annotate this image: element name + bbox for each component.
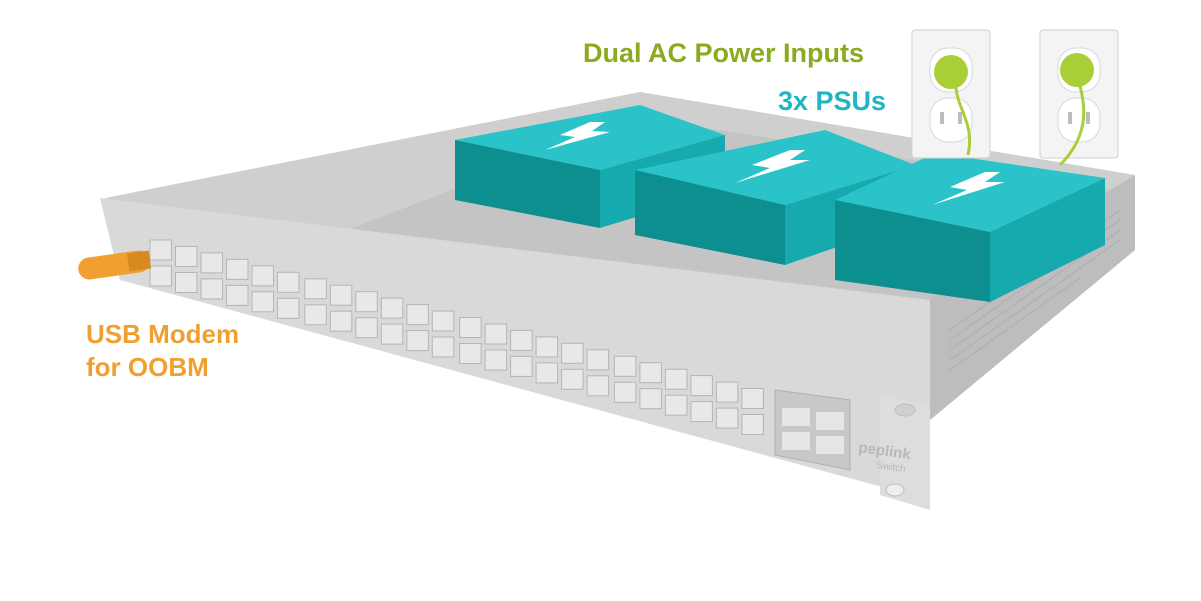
ethernet-port [664,368,688,390]
ethernet-port [200,252,223,274]
ethernet-port [639,388,662,410]
ethernet-port [355,317,378,339]
ethernet-port [510,329,533,351]
ethernet-port [510,355,533,377]
lightning-icon [545,122,610,150]
lightning-icon [932,172,1005,205]
ethernet-port [535,362,559,384]
ethernet-port [329,310,353,332]
ethernet-port [251,291,274,313]
ethernet-port [690,375,713,397]
ethernet-port [613,355,637,377]
ethernet-port [149,265,172,287]
ethernet-port [664,394,688,416]
ethernet-port [586,375,610,397]
ethernet-port [149,239,172,261]
power-plug-icon [1060,53,1094,87]
usb-modem-label: USB Modem for OOBM [86,318,239,384]
ethernet-port [613,381,637,403]
usb-modem-label-line2: for OOBM [86,352,209,382]
ac-outlet-2 [1039,29,1119,167]
ethernet-port [304,304,327,326]
ethernet-port [251,265,274,287]
ethernet-port [406,330,429,352]
ac-outlet-1 [911,29,991,159]
ethernet-port [535,336,559,358]
power-plug-icon [934,55,968,89]
sfp-ports [774,389,851,471]
ethernet-port [329,284,353,306]
ethernet-port [406,304,429,326]
ethernet-port [431,310,455,332]
ethernet-port [277,271,300,293]
ethernet-port [431,336,455,358]
ethernet-port [200,278,223,300]
ethernet-port [304,278,327,300]
ethernet-port [715,407,739,429]
ethernet-port [639,362,662,384]
ethernet-port [175,246,198,267]
ethernet-port [586,349,610,371]
ethernet-port [226,284,249,306]
ethernet-port [690,401,713,423]
ethernet-port [561,368,584,390]
ethernet-port [484,349,508,371]
ethernet-port [484,323,508,345]
psu-3 [835,153,1105,302]
ethernet-port [741,388,764,409]
ethernet-ports [149,239,764,435]
ethernet-port [277,297,300,319]
usb-modem-label-line1: USB Modem [86,319,240,349]
dual-ac-power-label: Dual AC Power Inputs [583,38,865,68]
usb-modem [78,250,152,280]
ethernet-port [380,297,404,319]
brand-model: Switch [876,460,907,475]
ethernet-port [459,317,482,338]
rack-ear-hole [885,483,905,497]
ethernet-port [380,323,404,345]
ethernet-port [561,342,584,364]
rack-ear-hole-top [894,403,916,417]
ethernet-port [355,291,378,313]
psu-count-label: 3x PSUs [778,86,887,116]
ethernet-port [741,414,764,435]
ethernet-port [226,258,249,280]
ethernet-port [175,272,198,293]
ethernet-port [715,381,739,403]
ethernet-port [459,343,482,364]
rack-ear [880,395,930,510]
lightning-icon [735,150,810,183]
